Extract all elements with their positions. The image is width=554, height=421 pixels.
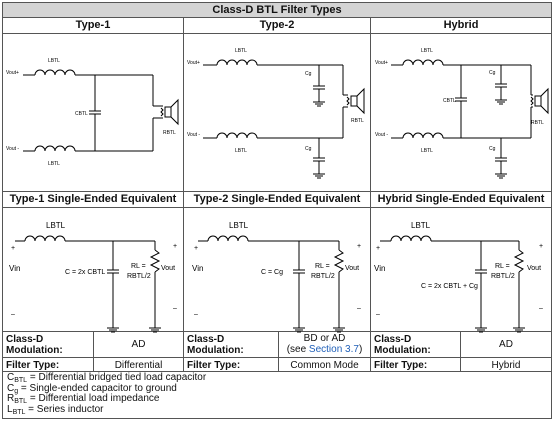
filter-value-hybrid: Hybrid (491, 360, 521, 371)
hybrid-btl-schematic: Vout+ Vout - LBTL LBTL CBTL Cg Cg (375, 48, 549, 179)
svg-text:RBTL: RBTL (163, 130, 176, 136)
legend-item: RBTL = Differential load impedance (7, 393, 160, 405)
divider (3, 371, 551, 372)
vout-minus-label: Vout - (6, 146, 19, 152)
svg-text:Cg: Cg (489, 146, 496, 152)
filter-label-hybrid: Filter Type: (374, 360, 428, 371)
divider (3, 357, 551, 358)
svg-text:Vin: Vin (9, 264, 20, 273)
type1-btl-schematic: Vout+ Vout - LBTL LBTL CBTL RBTL (6, 58, 179, 167)
svg-text:Cg: Cg (489, 70, 496, 76)
svg-text:RBTL/2: RBTL/2 (127, 273, 151, 280)
type2-se-schematic: + Vin – LBTL C = Cg RL = RBTL/2 + Vout – (192, 221, 361, 333)
svg-text:Vout+: Vout+ (187, 60, 200, 66)
divider (460, 331, 461, 371)
modulation-value-type1: AD (131, 339, 146, 350)
legend-item: LBTL = Series inductor (7, 403, 104, 416)
modulation-line2: (see Section 3.7) (286, 344, 363, 355)
type1-se-schematic: + Vin – LBTL C = 2x CBTL RL = RBTL/2 + V… (9, 221, 177, 333)
divider (278, 331, 279, 371)
divider (3, 331, 551, 332)
svg-text:–: – (539, 305, 543, 312)
vout-plus-label: Vout+ (6, 70, 19, 76)
svg-text:Vout+: Vout+ (375, 60, 388, 66)
section-link[interactable]: Section 3.7 (308, 344, 359, 355)
modulation-label-type1: Class-D Modulation: (6, 334, 63, 356)
legend-item: CBTL = Differential bridged tied load ca… (7, 372, 207, 384)
svg-text:+: + (11, 245, 15, 252)
svg-text:+: + (376, 245, 380, 252)
svg-text:–: – (194, 311, 198, 318)
divider (183, 18, 184, 371)
svg-text:Cg: Cg (305, 146, 312, 152)
filter-value-type1: Differential (114, 360, 163, 371)
svg-text:LBTL: LBTL (46, 221, 66, 230)
header-type2: Type-2 (259, 19, 295, 31)
svg-text:LBTL: LBTL (421, 48, 433, 54)
svg-text:CBTL: CBTL (443, 98, 456, 104)
svg-text:C = Cg: C = Cg (261, 269, 283, 276)
header-hybrid-se: Hybrid Single-Ended Equivalent (377, 193, 545, 205)
modulation-value-hybrid: AD (499, 339, 513, 350)
divider (370, 18, 371, 371)
svg-text:RL =: RL = (315, 263, 330, 270)
svg-text:LBTL: LBTL (235, 48, 247, 54)
svg-text:LBTL: LBTL (48, 58, 60, 64)
svg-text:RBTL: RBTL (531, 120, 544, 126)
header-type1: Type-1 (75, 19, 111, 31)
divider (93, 331, 94, 371)
divider (3, 33, 551, 34)
svg-text:Vout -: Vout - (375, 132, 388, 138)
modulation-label-hybrid: Class-D Modulation: (374, 334, 431, 356)
divider (3, 191, 551, 192)
filter-value-type2: Common Mode (290, 360, 359, 371)
svg-text:LBTL: LBTL (411, 221, 431, 230)
svg-text:–: – (357, 305, 361, 312)
svg-text:Cg: Cg (305, 71, 312, 77)
svg-text:Vout -: Vout - (187, 132, 200, 138)
svg-text:–: – (173, 305, 177, 312)
legend: CBTL = Differential bridged tied load ca… (7, 372, 207, 416)
svg-text:CBTL: CBTL (75, 111, 88, 117)
modulation-line1: BD or AD (303, 333, 346, 344)
svg-text:+: + (194, 245, 198, 252)
modulation-value-type2: BD or AD (see Section 3.7) (279, 333, 370, 355)
type2-btl-schematic: Vout+ Vout - LBTL LBTL Cg Cg RB (187, 48, 365, 179)
legend-item: Cg = Single-ended capacitor to ground (7, 382, 177, 395)
filter-label-type2: Filter Type: (187, 360, 241, 371)
table-title: Class-D BTL Filter Types (3, 3, 551, 18)
svg-text:Vout: Vout (345, 265, 359, 272)
svg-text:C = 2x CBTL + Cg: C = 2x CBTL + Cg (421, 283, 478, 290)
svg-text:LBTL: LBTL (421, 148, 433, 154)
header-type2-se: Type-2 Single-Ended Equivalent (193, 193, 361, 205)
modulation-label-type2: Class-D Modulation: (187, 334, 244, 356)
hybrid-se-schematic: + Vin – LBTL C = 2x CBTL + Cg RL = RBTL/… (374, 221, 543, 333)
svg-text:RL =: RL = (495, 263, 510, 270)
svg-text:RBTL/2: RBTL/2 (311, 273, 335, 280)
svg-text:–: – (376, 311, 380, 318)
header-hybrid: Hybrid (443, 19, 479, 31)
svg-text:LBTL: LBTL (235, 148, 247, 154)
svg-text:–: – (11, 311, 15, 318)
svg-text:Vin: Vin (374, 264, 385, 273)
svg-text:RBTL: RBTL (351, 118, 364, 124)
svg-text:+: + (539, 243, 543, 250)
header-type1-se: Type-1 Single-Ended Equivalent (9, 193, 177, 205)
svg-text:Vout: Vout (161, 265, 175, 272)
svg-text:+: + (357, 243, 361, 250)
divider (3, 207, 551, 208)
schematics: Vout+ Vout - LBTL LBTL CBTL RBTL Vout+ V… (6, 48, 549, 333)
svg-text:Vout: Vout (527, 265, 541, 272)
svg-text:C = 2x CBTL: C = 2x CBTL (65, 269, 105, 276)
svg-text:Vin: Vin (192, 264, 203, 273)
svg-text:RL =: RL = (131, 263, 146, 270)
svg-text:LBTL: LBTL (229, 221, 249, 230)
svg-text:LBTL: LBTL (48, 161, 60, 167)
svg-text:RBTL/2: RBTL/2 (491, 273, 515, 280)
svg-text:+: + (173, 243, 177, 250)
filter-label-type1: Filter Type: (6, 360, 60, 371)
